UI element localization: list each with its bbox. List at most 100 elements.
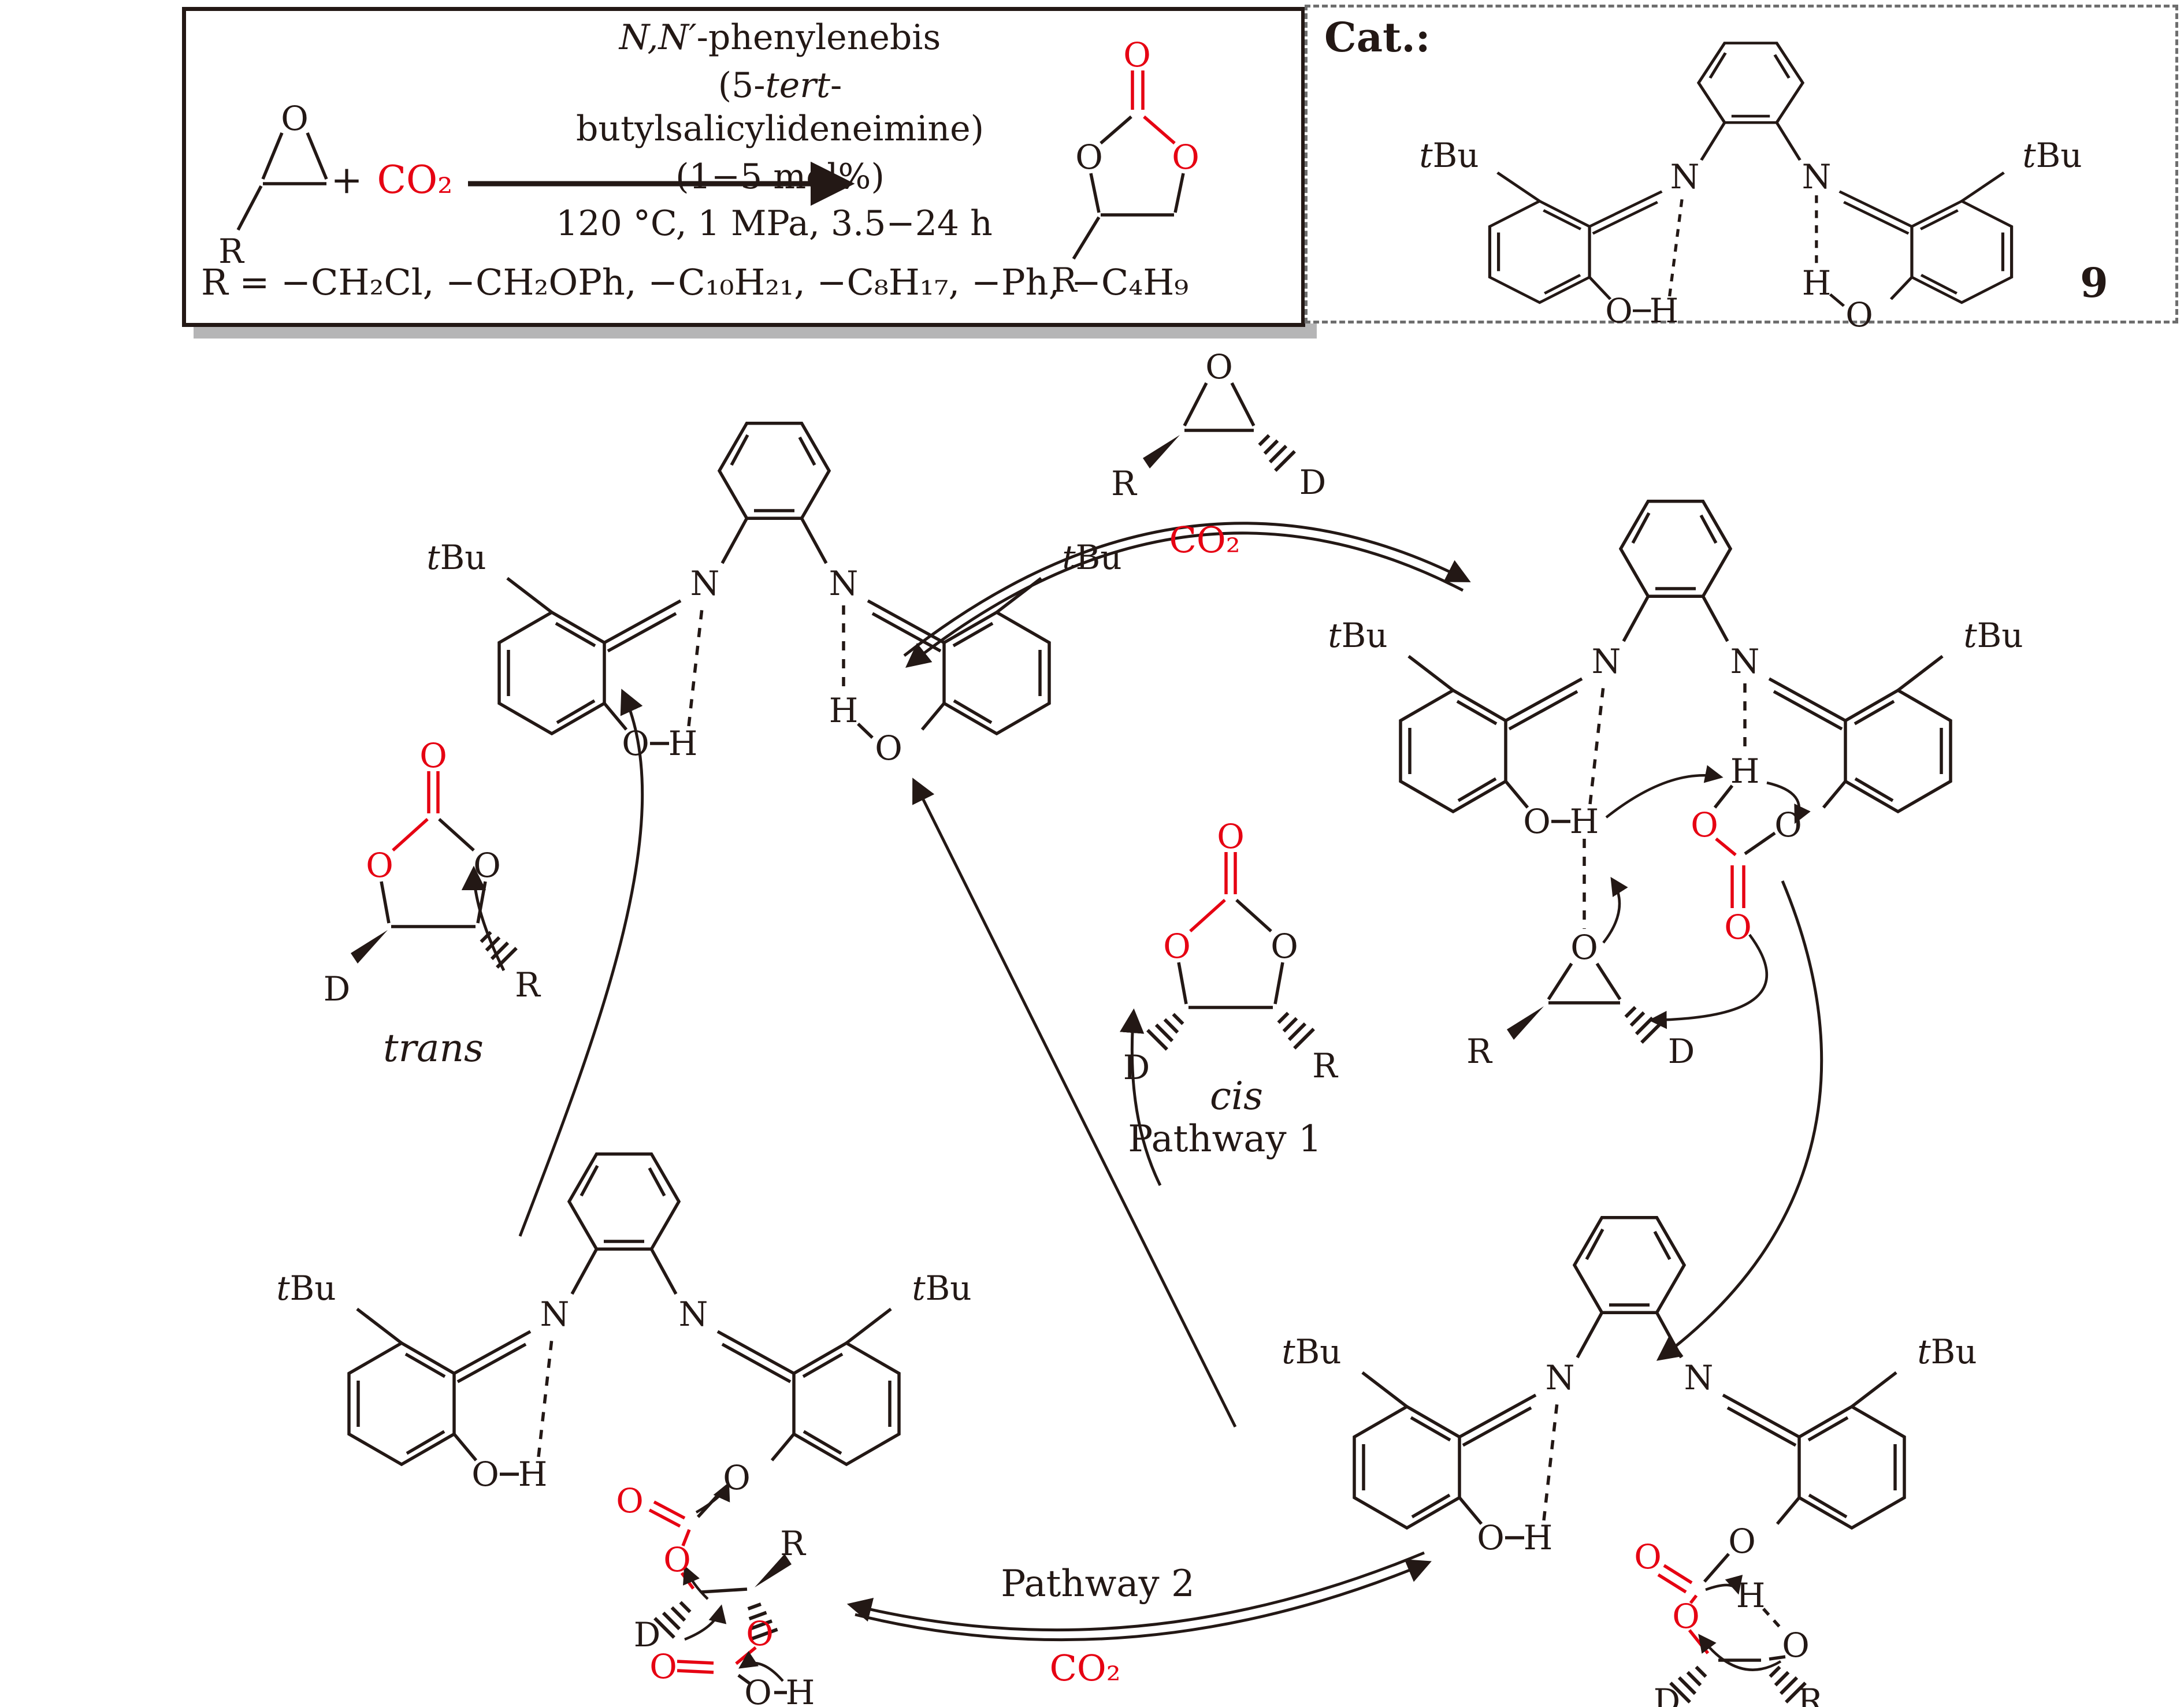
- deuterium-label: D: [1653, 1682, 1681, 1707]
- r-group-label: R: [218, 232, 244, 271]
- deuterium-label: D: [1667, 1032, 1695, 1071]
- plus-sign: +: [330, 158, 363, 202]
- carbonate-oxygen-label: O: [746, 1614, 774, 1653]
- phenol-h-label: H: [668, 724, 698, 763]
- co2-adduct-complex-bonds: [1225, 462, 2126, 1098]
- phenol-h-label: H: [1523, 1518, 1553, 1557]
- phenol-oxygen-label: O: [1845, 295, 1873, 334]
- tbu-label: tBu: [426, 538, 486, 577]
- epoxide-oxygen-label: O: [1570, 928, 1598, 967]
- co2-cycle-bottom-label: CO₂: [1049, 1647, 1121, 1689]
- cyclic-carbonate-product-bonds: [1072, 70, 1185, 260]
- text-segment: -butylsalicylideneimine): [576, 65, 984, 149]
- imine-nitrogen-label: N: [1591, 642, 1621, 681]
- ring-oxygen-label: O: [1271, 927, 1298, 966]
- r-group-label: R: [1312, 1046, 1338, 1085]
- catalyst-box: [1305, 5, 2178, 323]
- carbonate-oxygen-label: O: [1724, 908, 1752, 947]
- co2-cycle-top-label: CO₂: [1169, 519, 1240, 561]
- imine-nitrogen-label: N: [1802, 157, 1832, 196]
- tbu-label: tBu: [1282, 1332, 1342, 1371]
- imine-nitrogen-label: N: [1670, 157, 1700, 196]
- text-segment: N,N′: [619, 17, 697, 58]
- imine-nitrogen-label: N: [540, 1295, 570, 1334]
- cis-stereo-label: cis: [1210, 1074, 1263, 1118]
- tbu-label: tBu: [276, 1269, 336, 1308]
- co2-reagent-label: CO₂: [377, 158, 453, 202]
- carbonyl-oxygen-label: O: [649, 1647, 677, 1686]
- imine-nitrogen-label: N: [829, 564, 859, 603]
- ring-oxygen-label: O: [366, 846, 393, 885]
- compound-number: 9: [2080, 259, 2108, 307]
- r-group-label: R: [780, 1524, 805, 1563]
- phenolate-oxygen-label: O: [1728, 1522, 1756, 1561]
- pathway-1-label: Pathway 1: [1128, 1118, 1322, 1161]
- phenol-h-label: H: [1802, 263, 1832, 303]
- deuterium-label: D: [633, 1615, 661, 1654]
- hydroxyl-oxygen-label: O: [744, 1673, 772, 1707]
- alkyl-carbonate-complex-bonds: [173, 1115, 1075, 1694]
- free-catalyst-bonds: [324, 384, 1225, 754]
- oxygen-label: O: [1205, 347, 1233, 386]
- cis-carbonate-bonds: [1112, 852, 1366, 1109]
- imine-nitrogen-label: N: [1545, 1358, 1575, 1397]
- text-segment: tert: [765, 65, 830, 106]
- condition-line-2: (5-tert-butylsalicylideneimine): [549, 64, 1011, 151]
- phenol-h-label: H: [1649, 291, 1679, 330]
- carbonyl-oxygen-label: O: [1123, 35, 1151, 75]
- phenol-oxygen-label: O: [1523, 802, 1551, 841]
- tbu-label: tBu: [1419, 136, 1479, 175]
- imine-nitrogen-label: N: [1684, 1358, 1714, 1397]
- proton-label: H: [1736, 1576, 1766, 1615]
- tbu-label: tBu: [912, 1269, 972, 1308]
- cyclic-carbonate-product-structure: O O O R: [1034, 29, 1231, 306]
- transferring-proton-label: H: [1730, 752, 1760, 791]
- phenol-h-label: H: [1569, 802, 1599, 841]
- phenol-h-label: H: [518, 1455, 548, 1494]
- phenolate-oxygen-label: O: [723, 1458, 751, 1497]
- cis-carbonate-structure: cis O O O D R: [1112, 809, 1366, 1115]
- r-group-label: R: [1797, 1682, 1823, 1707]
- text-segment: (5-: [718, 65, 766, 106]
- carbonate-oxygen-label: O: [663, 1540, 691, 1579]
- imine-nitrogen-label: N: [678, 1295, 708, 1334]
- phenol-h-label: H: [829, 691, 859, 730]
- r-group-label: R: [1466, 1032, 1492, 1071]
- r-group-label: R: [1052, 261, 1077, 300]
- deuterium-label: D: [1123, 1048, 1150, 1087]
- tbu-label: tBu: [1328, 616, 1388, 655]
- reaction-summary-box: [182, 7, 1305, 327]
- pathway-2-label: Pathway 2: [1001, 1563, 1195, 1605]
- reaction-conditions-below: 120 °C, 1 MPa, 3.5−24 h: [549, 203, 1000, 244]
- carbonate-oxygen-label: O: [1691, 805, 1718, 845]
- r-substituent-list: R = −CH₂Cl, −CH₂OPh, −C₁₀H₂₁, −C₈H₁₇, −P…: [201, 261, 1189, 303]
- ring-oxygen-label: O: [1075, 137, 1103, 177]
- carbonate-oxygen-label: O: [1672, 1597, 1700, 1636]
- carbonyl-oxygen-label: O: [616, 1481, 644, 1520]
- catalyst-9-bonds: [1323, 10, 2178, 319]
- ring-oxygen-label: O: [1172, 137, 1199, 177]
- reaction-conditions-above: N,N′-phenylenebis (5-tert-butylsalicylid…: [549, 16, 1011, 203]
- imine-nitrogen-label: N: [1730, 642, 1760, 681]
- phenol-oxygen-label: O: [471, 1455, 499, 1494]
- phenolate-oxygen-label: O: [1774, 805, 1802, 845]
- trans-stereo-label: trans: [383, 1026, 484, 1070]
- imine-nitrogen-label: N: [690, 564, 720, 603]
- catalyst-box-title: Cat.:: [1324, 13, 1431, 61]
- ring-closing-complex-bonds: [1179, 1178, 2080, 1707]
- phenol-oxygen-label: O: [1477, 1518, 1505, 1557]
- condition-line-1: N,N′-phenylenebis: [549, 16, 1011, 59]
- text-segment: 120 °C, 1 MPa, 3.5−24 h: [556, 203, 993, 244]
- carbonyl-oxygen-label: O: [1217, 817, 1245, 856]
- ring-oxygen-label: O: [1163, 927, 1191, 966]
